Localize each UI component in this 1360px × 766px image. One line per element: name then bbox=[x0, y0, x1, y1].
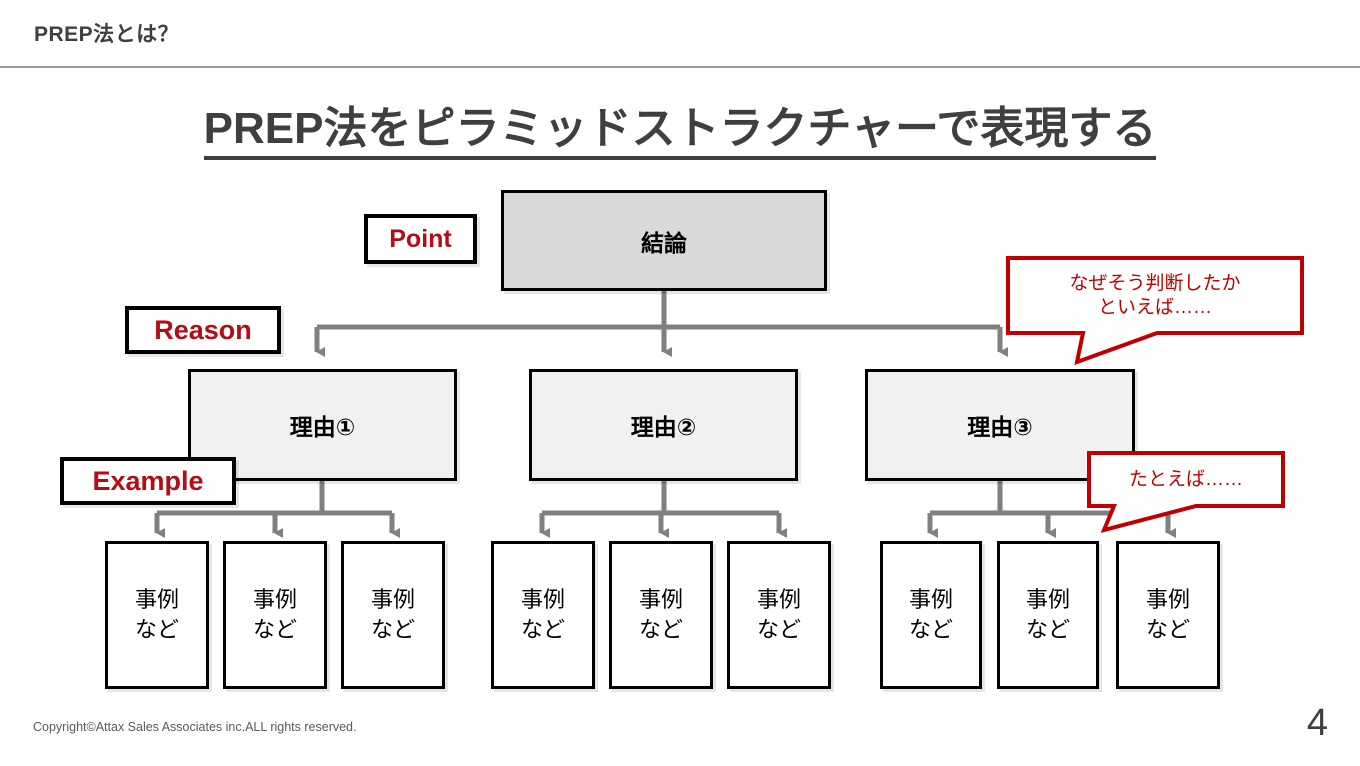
node-example-8-line2: など bbox=[1025, 617, 1070, 642]
node-example-7-line2: など bbox=[908, 617, 953, 642]
node-example-2[interactable]: 事例 など bbox=[223, 541, 327, 689]
callout-example[interactable]: たとえば…… bbox=[1086, 450, 1286, 534]
callout-reason[interactable]: なぜそう判断したか といえば…… bbox=[1005, 255, 1305, 366]
page-number: 4 bbox=[1306, 702, 1328, 744]
node-example-7-line1: 事例 bbox=[908, 587, 953, 613]
node-example-5-line2: など bbox=[638, 617, 683, 642]
tag-reason[interactable]: Reason bbox=[125, 306, 281, 354]
node-reason-1-label: 理由① bbox=[289, 414, 356, 440]
tag-example-label: Example bbox=[92, 465, 204, 496]
node-reason-3-label: 理由③ bbox=[967, 414, 1033, 440]
node-conclusion-label: 結論 bbox=[641, 229, 687, 256]
footer-copyright: Copyright©Attax Sales Associates inc.ALL… bbox=[33, 720, 357, 734]
node-example-3-line1: 事例 bbox=[370, 587, 415, 613]
node-conclusion[interactable]: 結論 bbox=[501, 190, 827, 291]
node-example-4-line2: など bbox=[520, 617, 565, 642]
callout-example-line1: たとえば…… bbox=[1128, 469, 1243, 491]
node-example-8-line1: 事例 bbox=[1025, 587, 1070, 613]
node-example-9-line2: など bbox=[1145, 617, 1190, 642]
node-example-6-line2: など bbox=[756, 617, 801, 642]
node-reason-1[interactable]: 理由① bbox=[188, 369, 457, 481]
connector-reason2-to-examples bbox=[539, 480, 787, 538]
node-example-4-line1: 事例 bbox=[520, 587, 565, 613]
node-example-8[interactable]: 事例 など bbox=[997, 541, 1099, 689]
node-example-7[interactable]: 事例 など bbox=[880, 541, 982, 689]
callout-reason-line2: といえば…… bbox=[1097, 297, 1212, 318]
node-example-1-line2: など bbox=[134, 617, 179, 642]
node-example-6[interactable]: 事例 など bbox=[727, 541, 831, 689]
node-example-6-line1: 事例 bbox=[756, 587, 801, 613]
main-title: PREP法をピラミッドストラクチャーで表現する bbox=[0, 92, 1360, 160]
tag-example[interactable]: Example bbox=[60, 457, 236, 505]
node-example-2-line1: 事例 bbox=[252, 587, 297, 613]
node-example-1-line1: 事例 bbox=[134, 587, 179, 613]
node-example-3[interactable]: 事例 など bbox=[341, 541, 445, 689]
node-reason-2-label: 理由② bbox=[630, 414, 697, 440]
connector-conclusion-to-reasons bbox=[314, 291, 1008, 357]
node-example-1[interactable]: 事例 など bbox=[105, 541, 209, 689]
node-example-3-line2: など bbox=[370, 617, 415, 642]
callout-reason-line1: なぜそう判断したか bbox=[1069, 273, 1241, 295]
node-example-9-line1: 事例 bbox=[1145, 587, 1190, 613]
node-example-5-line1: 事例 bbox=[638, 587, 683, 613]
node-example-2-line2: など bbox=[252, 617, 297, 642]
callout-example-text: たとえば…… bbox=[1086, 454, 1286, 506]
header-divider bbox=[0, 66, 1360, 68]
callout-reason-shape bbox=[1006, 256, 1304, 366]
node-example-5[interactable]: 事例 など bbox=[609, 541, 713, 689]
callout-reason-text: なぜそう判断したか といえば…… bbox=[1005, 261, 1305, 331]
tag-reason-label: Reason bbox=[154, 314, 252, 345]
tag-point-label: Point bbox=[389, 224, 452, 253]
page-title: PREP法とは？ bbox=[34, 23, 180, 46]
node-example-9[interactable]: 事例 など bbox=[1116, 541, 1220, 689]
tag-point[interactable]: Point bbox=[364, 214, 477, 264]
main-title-text: PREP法をピラミッドストラクチャーで表現する bbox=[203, 104, 1157, 160]
node-example-4[interactable]: 事例 など bbox=[491, 541, 595, 689]
node-reason-2[interactable]: 理由② bbox=[529, 369, 798, 481]
